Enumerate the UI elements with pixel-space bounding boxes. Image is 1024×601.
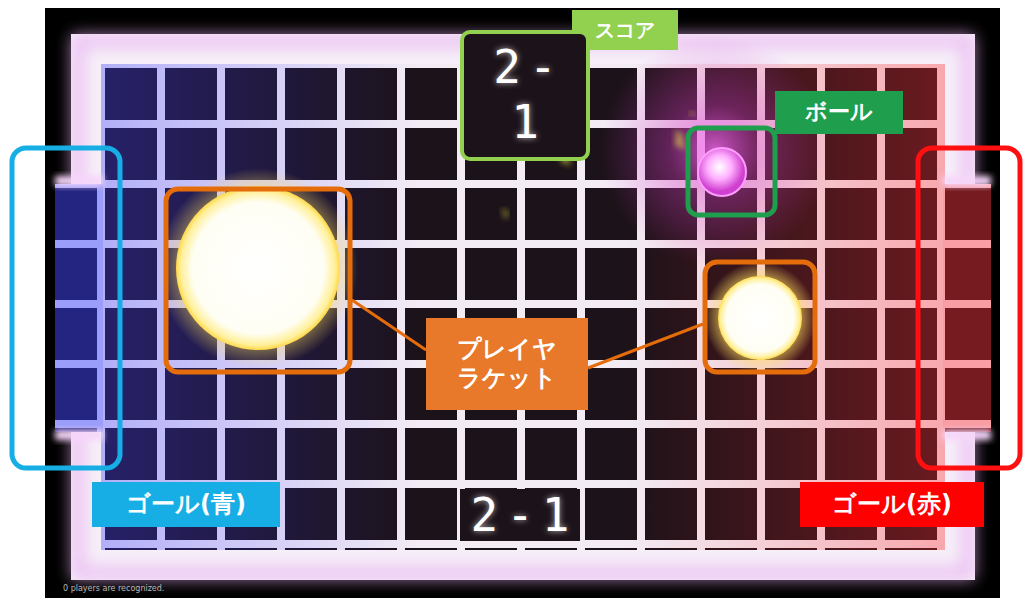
callout-text: ゴール(青) bbox=[126, 490, 246, 519]
racket-outline bbox=[166, 189, 350, 372]
blue-tint bbox=[101, 64, 421, 550]
score-box: 2-1 bbox=[460, 30, 590, 161]
ball-outline bbox=[688, 128, 775, 215]
callout-text: ボール bbox=[805, 99, 873, 125]
leader-line bbox=[352, 300, 426, 350]
callout-label: ゴール(青) bbox=[92, 482, 280, 527]
callout-label: ボール bbox=[775, 91, 903, 134]
goal-post-glow bbox=[943, 430, 991, 440]
player-racket bbox=[718, 276, 802, 360]
status-text: 0 players are recognized. bbox=[63, 584, 164, 593]
goal-outline-red bbox=[918, 148, 1020, 468]
callout-text: ゴール(赤) bbox=[832, 490, 952, 519]
goal-tint-red bbox=[943, 184, 991, 432]
racket-glow bbox=[158, 168, 358, 368]
racket-outline bbox=[705, 262, 815, 372]
goal-tint-blue bbox=[55, 184, 103, 432]
racket-glow bbox=[704, 262, 816, 374]
spark bbox=[690, 112, 694, 115]
arena-border bbox=[71, 34, 975, 580]
callout-text: スコア bbox=[595, 18, 655, 42]
goal-post-glow bbox=[943, 176, 991, 186]
score-display: 2-1 bbox=[460, 489, 579, 542]
leader-line bbox=[588, 324, 703, 368]
goal-post-glow bbox=[55, 176, 103, 186]
goal-post-glow bbox=[55, 430, 103, 440]
callout-text: プレイヤ ラケット bbox=[434, 335, 580, 393]
goal-outline-blue bbox=[12, 148, 120, 468]
callout-label: ゴール(赤) bbox=[800, 482, 984, 527]
player-racket bbox=[176, 186, 340, 350]
goal-zone-red bbox=[943, 184, 991, 432]
ball-glow bbox=[600, 35, 830, 265]
ball bbox=[698, 148, 746, 196]
spark bbox=[676, 132, 685, 147]
screen-frame bbox=[45, 8, 1000, 598]
callout-label: プレイヤ ラケット bbox=[426, 318, 588, 410]
spark bbox=[502, 210, 507, 218]
goal-zone-blue bbox=[55, 184, 103, 432]
score-display: 2-1 bbox=[468, 40, 582, 150]
